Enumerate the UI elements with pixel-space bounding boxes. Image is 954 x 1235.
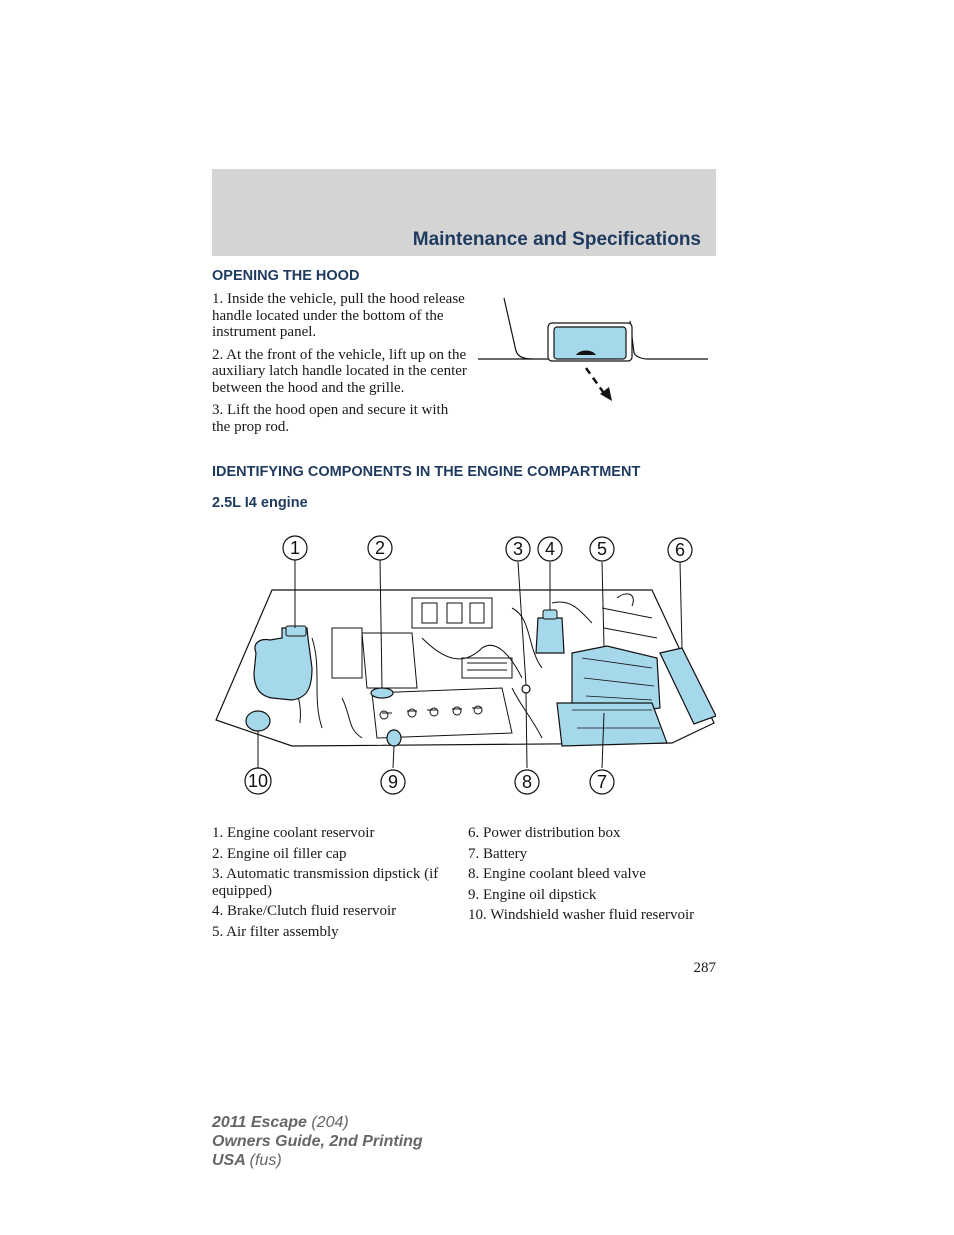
coolant-reservoir-cap [285,625,307,637]
opening-hood-heading: OPENING THE HOOD [212,268,360,284]
footer-guide: Owners Guide, 2nd Printing [212,1133,423,1150]
hood-release-handle [553,326,627,360]
legend-item-9: 9. Engine oil dipstick [468,886,597,903]
svg-text:10: 10 [248,771,268,791]
footer-region-code: (fus) [249,1152,282,1169]
engine-linework [286,593,658,739]
pull-arrow-shaft [584,367,608,397]
svg-text:9: 9 [388,772,398,792]
svg-text:3: 3 [513,539,523,559]
section-header-band: Maintenance and Specifications [212,169,716,256]
engine-compartment-heading: IDENTIFYING COMPONENTS IN THE ENGINE COM… [212,464,641,480]
callout-5: 5 [589,536,615,562]
legend-item-5: 5. Air filter assembly [212,923,339,940]
svg-text:2: 2 [375,538,385,558]
callout-10: 10 [244,767,272,795]
engine-coolant-bleed-valve [521,684,531,694]
brake-fluid-cap [542,609,558,620]
callout-6: 6 [667,537,693,563]
svg-text:1: 1 [290,538,300,558]
footer-region: USA [212,1152,246,1169]
footer-model: 2011 Escape [212,1114,307,1131]
section-title: Maintenance and Specifications [412,229,701,250]
callout-3: 3 [505,536,531,562]
svg-text:6: 6 [675,540,685,560]
hood-icon [576,350,596,355]
step-1: 1. Inside the vehicle, pull the hood rel… [212,291,465,340]
step-2: 2. At the front of the vehicle, lift up … [212,346,467,396]
legend-item-10: 10. Windshield washer fluid reservoir [468,907,695,923]
callout-1: 1 [282,535,308,561]
legend-item-3: 3. Automatic transmission dipstick (if e… [212,866,439,899]
washer-fluid-reservoir [245,710,271,732]
callout-7: 7 [589,769,615,795]
page-number: 287 [693,960,717,976]
footer-model-code: (204) [311,1114,349,1131]
svg-text:5: 5 [597,539,607,559]
callout-4: 4 [537,536,563,562]
engine-coolant-reservoir [253,627,313,701]
legend-left-column: 1. Engine coolant reservoir 2. Engine oi… [212,825,462,944]
legend-item-6: 6. Power distribution box [468,825,621,841]
step-3: 3. Lift the hood open and secure it with… [212,402,449,435]
callout-9: 9 [380,769,406,795]
callout-leader-lines [257,559,683,769]
legend-item-8: 8. Engine coolant bleed valve [468,866,646,882]
hood-release-illustration [478,297,708,401]
svg-text:8: 8 [522,772,532,792]
engine-compartment-illustration: 1 2 3 4 5 6 7 8 9 10 [215,535,716,795]
legend-item-1: 1. Engine coolant reservoir [212,825,375,841]
battery [556,702,668,747]
legend-item-7: 7. Battery [468,845,528,862]
callout-2: 2 [367,535,393,561]
legend-right-column: 6. Power distribution box 7. Battery 8. … [468,825,718,928]
svg-text:7: 7 [597,772,607,792]
engine-oil-filler-cap [370,687,394,699]
document-footer: 2011 Escape (204) Owners Guide, 2nd Prin… [212,1113,423,1170]
engine-oil-dipstick [386,729,402,747]
engine-subheading: 2.5L I4 engine [212,495,308,511]
legend-item-4: 4. Brake/Clutch fluid reservoir [212,903,397,919]
pull-arrow-head [600,387,612,401]
brake-clutch-fluid-reservoir [535,617,565,654]
svg-text:4: 4 [545,539,555,559]
callout-8: 8 [514,769,540,795]
legend-item-2: 2. Engine oil filler cap [212,845,347,862]
power-distribution-box [659,647,716,725]
opening-hood-steps: 1. Inside the vehicle, pull the hood rel… [212,291,467,441]
